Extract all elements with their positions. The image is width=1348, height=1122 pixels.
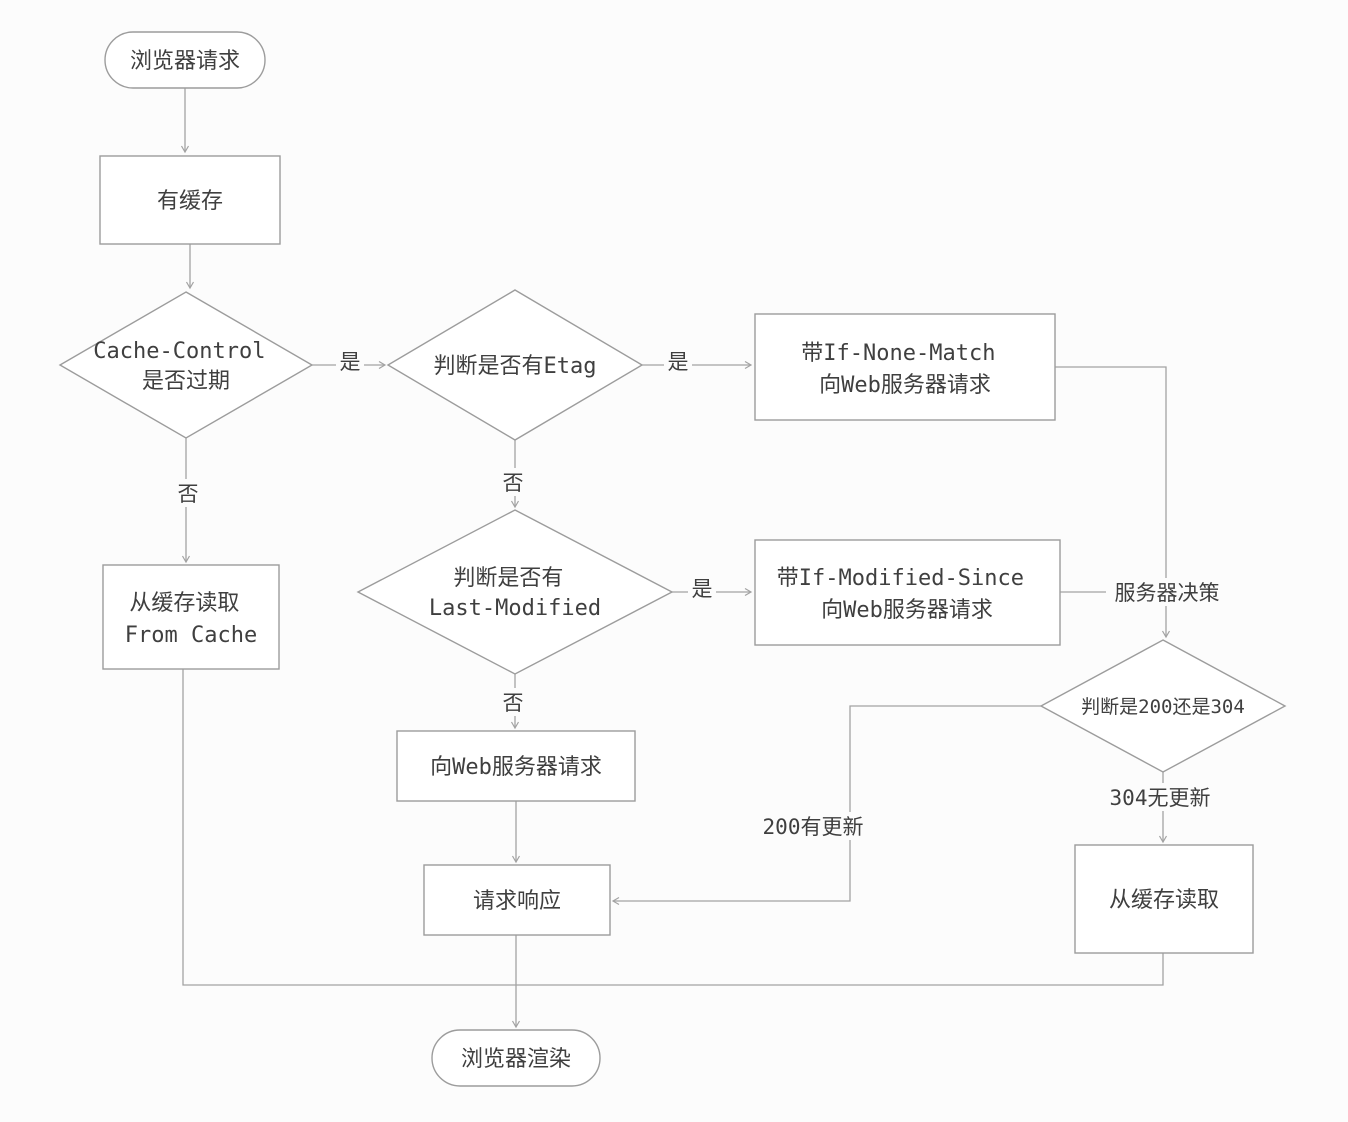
edge-label-bg — [756, 812, 870, 840]
last-modified-label: 判断是否有 Last-Modified — [429, 566, 601, 621]
if-none-match-shape — [754, 313, 1056, 421]
has-cache-label: 有缓存 — [157, 189, 223, 214]
etag-no-label: 否 — [503, 471, 524, 495]
render-terminal-shape — [431, 1029, 601, 1087]
last-modified-yes-label: 是 — [692, 577, 713, 601]
edge-ifnonematch-to-statuscheck — [1055, 366, 1171, 639]
web-request-shape — [396, 730, 636, 802]
from-cache-right-shape — [1074, 844, 1254, 954]
edge-label-bg — [688, 574, 716, 602]
start-label: 浏览器请求 — [130, 49, 240, 74]
cache-control-label: Cache-Control 是否过期 — [93, 339, 278, 394]
edge-label-bg — [664, 347, 692, 375]
status-check-label: 判断是200还是304 — [1081, 696, 1245, 718]
edge-label-bg — [336, 347, 364, 375]
edge-fromcacheleft-to-render — [182, 669, 516, 986]
updated-200-label: 200有更新 — [763, 815, 864, 839]
from-cache-right-label: 从缓存读取 — [1109, 888, 1219, 913]
web-request-label: 向Web服务器请求 — [430, 755, 602, 780]
render-label: 浏览器渲染 — [461, 1047, 571, 1072]
cache-control-decision-shape — [58, 291, 314, 439]
not-modified-304-label: 304无更新 — [1110, 786, 1211, 810]
request-response-label: 请求响应 — [473, 889, 561, 914]
server-decision-label: 服务器决策 — [1115, 581, 1220, 605]
edge-label-bg — [174, 479, 202, 507]
edge-label-bg — [499, 468, 527, 496]
etag-yes-label: 是 — [668, 350, 689, 374]
status-decision-shape — [1039, 639, 1287, 773]
if-modified-since-shape — [754, 539, 1061, 646]
last-modified-decision-shape — [356, 509, 674, 675]
edge-label-bg — [1103, 783, 1217, 811]
etag-decision-shape — [386, 289, 644, 441]
if-modified-since-label: 带If-Modified-Since 向Web服务器请求 — [777, 566, 1037, 623]
request-response-shape — [423, 864, 611, 936]
has-cache-shape — [99, 155, 281, 245]
edge-label-bg — [1106, 578, 1228, 606]
from-cache-left-label: 从缓存读取 From Cache — [125, 591, 257, 648]
if-none-match-label: 带If-None-Match 向Web服务器请求 — [801, 341, 1008, 398]
cache-control-no-label: 否 — [178, 482, 199, 506]
from-cache-left-shape — [102, 564, 280, 670]
edge-fromcacheright-to-render — [516, 953, 1164, 986]
cache-control-yes-label: 是 — [340, 350, 361, 374]
last-modified-no-label: 否 — [503, 691, 524, 715]
edge-statuscheck-200-to-response — [611, 705, 1041, 906]
edge-label-bg — [499, 688, 527, 716]
start-terminal-shape — [104, 31, 266, 89]
etag-check-label: 判断是否有Etag — [434, 354, 597, 379]
